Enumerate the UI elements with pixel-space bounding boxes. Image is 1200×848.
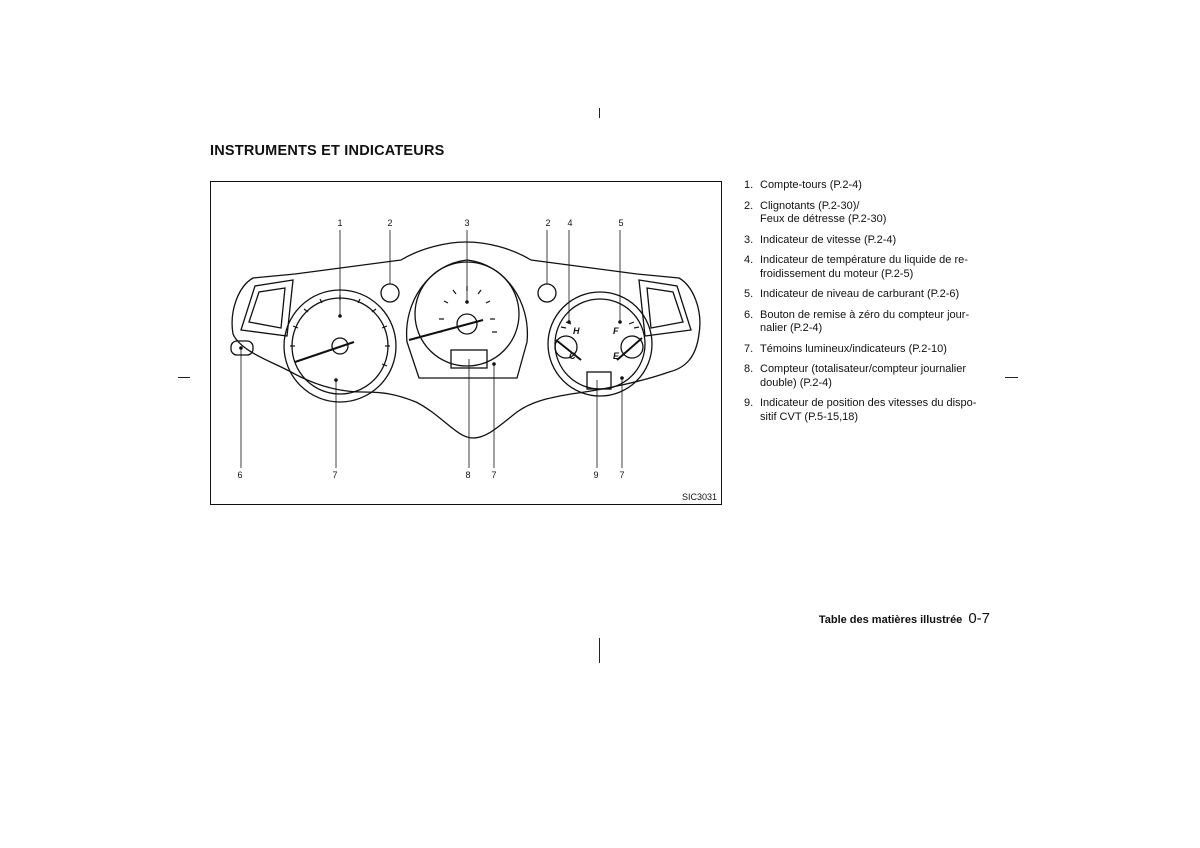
legend-item-number: 8. (744, 363, 754, 375)
left-pod-inner (248, 287, 286, 329)
temp-cold-letter: C (569, 351, 576, 361)
legend-item-line: Indicateur de position des vitesses du d… (760, 397, 977, 409)
legend-item-line: Indicateur de niveau de carburant (P.2-6… (760, 288, 960, 300)
legend-item-number: 9. (744, 397, 754, 409)
legend-item-number: 2. (744, 199, 754, 212)
callout-label: 1 (337, 218, 343, 228)
callout-label: 6 (237, 470, 243, 480)
legend-item-number: 7. (744, 342, 754, 355)
page-footer: Table des matières illustrée 0-7 (819, 610, 990, 627)
legend-item-text: Indicateur de niveau de carburant (P.2-6… (760, 288, 990, 302)
right-pod-inner (646, 287, 684, 329)
crop-mark-bottom (599, 638, 600, 663)
crop-mark-left (178, 377, 190, 378)
legend-item-line: Compte-tours (P.2-4) (760, 179, 862, 191)
legend-item: 4. Indicateur de température du liquide d… (744, 254, 990, 281)
turn-signal-left (380, 283, 400, 303)
legend-item-text: Témoins lumineux/indicateurs (P.2-10) (760, 343, 990, 357)
callout-label: 7 (491, 470, 497, 480)
legend-item-line: sitif CVT (P.5-15,18) (760, 410, 859, 423)
combi-gauge-outer (547, 291, 653, 397)
tachometer-hub (331, 337, 349, 355)
speedometer-hub (456, 313, 478, 335)
legend-item-line: Indicateur de vitesse (P.2-4) (760, 233, 897, 246)
callout-label: 8 (465, 470, 471, 480)
legend-item: 7. Témoins lumineux/indicateurs (P.2-10) (744, 343, 990, 357)
trip-reset-button (230, 340, 254, 356)
callout-label: 4 (567, 218, 573, 228)
fuel-empty-letter: E (613, 351, 620, 361)
crop-mark-top (599, 108, 600, 118)
legend-item-number: 6. (744, 308, 754, 321)
legend-item-line: Clignotants (P.2-30)/ (760, 199, 860, 212)
legend-item-number: 5. (744, 288, 754, 300)
callout-label: 2 (387, 218, 393, 228)
temp-gauge-hub (554, 335, 578, 359)
legend-item: 3. Indicateur de vitesse (P.2-4) (744, 234, 990, 248)
legend-item-text: Indicateur de température du liquide de … (760, 254, 990, 281)
temp-hot-letter: H (573, 326, 580, 336)
legend-item-line: double) (P.2-4) (760, 376, 832, 389)
turn-signal-right (537, 283, 557, 303)
legend-item: 5. Indicateur de niveau de carburant (P.2… (744, 288, 990, 302)
callout-label: 3 (464, 218, 470, 228)
speedometer-needle (408, 319, 484, 341)
legend-item-text: Indicateur de position des vitesses du d… (760, 397, 990, 424)
callout-label: 2 (545, 218, 551, 228)
legend-item-number: 3. (744, 233, 754, 246)
page-number: 0-7 (968, 610, 990, 627)
legend-item-line: Bouton de remise à zéro du compteur jour… (760, 308, 970, 321)
speedometer-housing (405, 259, 529, 379)
crop-mark-right (1005, 377, 1018, 378)
legend-item-text: Compte-tours (P.2-4) (760, 179, 990, 193)
instrument-cluster-figure: H C F E 1 2 3 2 4 5 6 (210, 181, 722, 505)
legend-list: 1. Compte-tours (P.2-4) 2. Clignotants (P.2… (744, 179, 990, 431)
instrument-cluster-illustration: H C F E (230, 230, 701, 468)
callout-label: 7 (619, 470, 625, 480)
legend-item-text: Clignotants (P.2-30)/Feux de détresse (P… (760, 200, 990, 227)
combi-gauge-inner (554, 298, 646, 390)
tachometer-ticks (290, 295, 390, 367)
legend-item-line: Témoins lumineux/indicateurs (P.2-10) (760, 342, 947, 355)
legend-item-number: 1. (744, 179, 754, 191)
legend-item: 8. Compteur (totalisateur/compteur journa… (744, 363, 990, 390)
legend-item-text: Indicateur de vitesse (P.2-4) (760, 234, 990, 248)
legend-item-number: 4. (744, 254, 754, 266)
legend-item-text: Compteur (totalisateur/compteur journali… (760, 363, 990, 390)
legend-item: 6. Bouton de remise à zéro du compteur jo… (744, 309, 990, 336)
fuel-gauge-hub (620, 335, 644, 359)
legend-item-line: nalier (P.2-4) (760, 322, 823, 334)
cluster-housing-outline (231, 241, 701, 439)
callout-label: 5 (618, 218, 624, 228)
legend-item-line: froidissement du moteur (P.2-5) (760, 267, 914, 280)
legend-item: 2. Clignotants (P.2-30)/Feux de détresse … (744, 200, 990, 227)
fuel-full-letter: F (613, 326, 619, 336)
callout-label: 9 (593, 470, 599, 480)
figure-code: SIC3031 (681, 492, 717, 502)
tachometer-needle (294, 341, 355, 363)
page-title: INSTRUMENTS ET INDICATEURS (210, 143, 445, 159)
legend-item-text: Bouton de remise à zéro du compteur jour… (760, 309, 990, 336)
footer-section-title: Table des matières illustrée (818, 614, 963, 626)
legend-item: 9. Indicateur de position des vitesses du… (744, 397, 990, 424)
legend-item-line: Feux de détresse (P.2-30) (760, 213, 887, 225)
left-pod (240, 279, 294, 337)
temp-needle (555, 339, 582, 361)
legend-item: 1. Compte-tours (P.2-4) (744, 179, 990, 193)
right-pod (638, 279, 692, 337)
fuel-needle (616, 337, 643, 361)
legend-item-line: Compteur (totalisateur/compteur journali… (760, 363, 967, 375)
gear-position-display (586, 371, 612, 390)
legend-item-line: Indicateur de température du liquide de … (760, 254, 968, 266)
callout-label: 7 (332, 470, 338, 480)
